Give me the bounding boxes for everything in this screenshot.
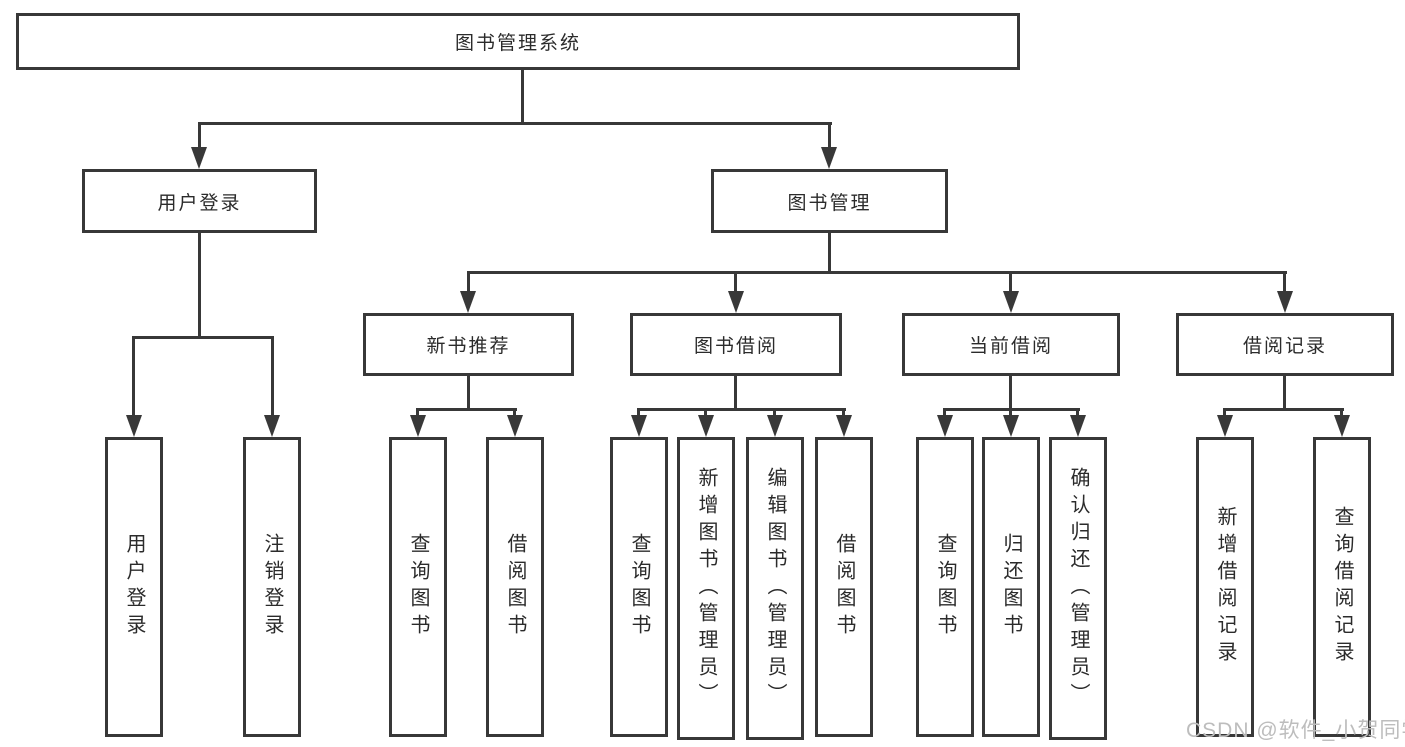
arrow-down-icon — [1070, 415, 1086, 437]
leaf-borrow-books-1: 借阅图书 — [486, 437, 544, 737]
line — [467, 271, 1287, 274]
arrow-down-icon — [460, 291, 476, 313]
arrow-down-icon — [1277, 291, 1293, 313]
node-book-borrow: 图书借阅 — [630, 313, 842, 376]
line — [1283, 271, 1286, 291]
line — [416, 408, 419, 415]
line — [1009, 408, 1012, 415]
line — [198, 122, 201, 147]
arrow-down-icon — [836, 415, 852, 437]
arrow-down-icon — [264, 415, 280, 437]
leaf-add-book-admin: 新增图书（管理员） — [677, 437, 735, 740]
leaf-borrow-books-2: 借阅图书 — [815, 437, 873, 737]
arrow-down-icon — [1003, 415, 1019, 437]
line — [198, 233, 201, 336]
line — [132, 336, 274, 339]
line — [1223, 408, 1344, 411]
line — [773, 408, 776, 415]
line — [271, 336, 274, 415]
leaf-logout: 注销登录 — [243, 437, 301, 737]
line — [416, 408, 517, 411]
arrow-down-icon — [937, 415, 953, 437]
arrow-down-icon — [410, 415, 426, 437]
line — [1076, 408, 1079, 415]
arrow-down-icon — [728, 291, 744, 313]
arrow-down-icon — [1003, 291, 1019, 313]
line — [734, 376, 737, 408]
arrow-down-icon — [631, 415, 647, 437]
line — [842, 408, 845, 415]
line — [1223, 408, 1226, 415]
arrow-down-icon — [126, 415, 142, 437]
leaf-query-books-3: 查询图书 — [916, 437, 974, 737]
line — [513, 408, 516, 415]
node-new-book-recommend: 新书推荐 — [363, 313, 574, 376]
node-borrow-records: 借阅记录 — [1176, 313, 1394, 376]
line — [1340, 408, 1343, 415]
node-book-management: 图书管理 — [711, 169, 948, 233]
arrow-down-icon — [1217, 415, 1233, 437]
leaf-return-book: 归还图书 — [982, 437, 1040, 737]
node-user-login: 用户登录 — [82, 169, 317, 233]
arrow-down-icon — [191, 147, 207, 169]
leaf-query-books-2: 查询图书 — [610, 437, 668, 737]
leaf-user-login: 用户登录 — [105, 437, 163, 737]
line — [467, 271, 470, 291]
node-root: 图书管理系统 — [16, 13, 1020, 70]
leaf-add-borrow-record: 新增借阅记录 — [1196, 437, 1254, 737]
line — [734, 271, 737, 291]
arrow-down-icon — [1334, 415, 1350, 437]
leaf-confirm-return-admin: 确认归还（管理员） — [1049, 437, 1107, 740]
line — [467, 376, 470, 408]
arrow-down-icon — [507, 415, 523, 437]
line — [1009, 271, 1012, 291]
line — [828, 122, 831, 147]
arrow-down-icon — [767, 415, 783, 437]
line — [198, 122, 832, 125]
leaf-query-borrow-record: 查询借阅记录 — [1313, 437, 1371, 737]
line — [943, 408, 946, 415]
line — [1009, 376, 1012, 408]
line — [637, 408, 640, 415]
leaf-edit-book-admin: 编辑图书（管理员） — [746, 437, 804, 740]
leaf-query-books-1: 查询图书 — [389, 437, 447, 737]
line — [132, 336, 135, 415]
line — [828, 233, 831, 271]
node-current-borrow: 当前借阅 — [902, 313, 1120, 376]
arrow-down-icon — [821, 147, 837, 169]
line — [1283, 376, 1286, 408]
line — [704, 408, 707, 415]
line — [521, 70, 524, 122]
arrow-down-icon — [698, 415, 714, 437]
line — [637, 408, 846, 411]
csdn-watermark: CSDN @软件_小贺同学 — [1186, 719, 1405, 742]
